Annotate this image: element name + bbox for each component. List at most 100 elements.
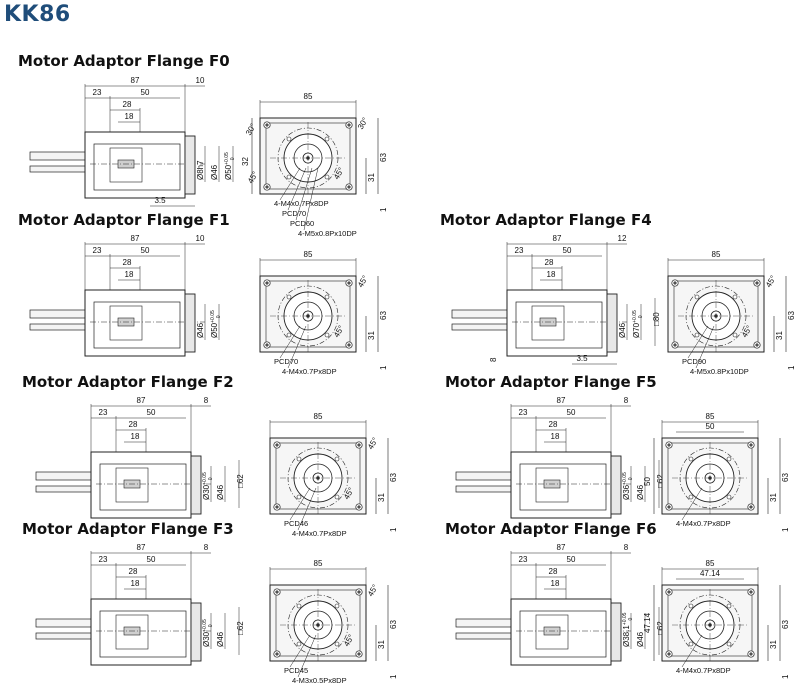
diameter-value: Ø30 [202, 631, 211, 647]
dimension-label: 28 [549, 567, 558, 576]
drawing-circle [667, 505, 671, 509]
page-title: KK86 [4, 2, 71, 27]
dimension-label: 63 [379, 311, 388, 320]
dimension-label: 50 [643, 477, 652, 486]
dimension-label: 31 [367, 173, 376, 182]
dimension-label: 10 [196, 76, 205, 85]
dimension-label: 50 [706, 422, 715, 431]
drawing-circle [694, 332, 700, 338]
drawing-circle [286, 136, 292, 142]
dimension-label: 1 [379, 365, 388, 370]
callout-label: 4-M4x0.7Px8DP [282, 367, 337, 376]
drawing-outline [184, 135, 196, 195]
dimension-label: 31 [769, 493, 778, 502]
callout-label: PCD45 [284, 666, 308, 675]
dimension-label: 85 [706, 559, 715, 568]
drawing-circle [667, 652, 671, 656]
dimension-label: 32 [241, 157, 250, 166]
diameter-label: Ø30+0.050 [202, 472, 214, 500]
diameter-label: Ø8h7 [196, 160, 205, 180]
drawing-outline [610, 602, 622, 662]
dimension-label: 1 [389, 674, 398, 679]
dimension-label: 18 [547, 270, 556, 279]
drawing-circle [732, 332, 738, 338]
callout-label: 4-M4x0.7Px8DP [676, 666, 731, 675]
section-title: Motor Adaptor Flange F4 [440, 211, 652, 229]
drawing-circle [265, 123, 269, 127]
drawing-line [681, 487, 703, 521]
dimension-label: 31 [775, 331, 784, 340]
drawing-outline [93, 143, 181, 191]
diameter-label: Ø46 [196, 322, 205, 338]
dimension-label: 85 [304, 92, 313, 101]
dimension-label: 85 [314, 559, 323, 568]
drawing-outline [99, 463, 187, 511]
drawing-outline [519, 463, 607, 511]
dimension-label: 47.14 [643, 612, 652, 633]
diameter-label: Ø46 [216, 484, 225, 500]
drawing-outline [519, 610, 607, 658]
diameter-label: Ø36+0.050 [622, 472, 634, 500]
drawing-outline [99, 610, 187, 658]
callout-label: PCD70 [282, 209, 306, 218]
dimension-label: 87 [557, 543, 566, 552]
dimension-label: 50 [147, 555, 156, 564]
section-title: Motor Adaptor Flange F1 [18, 211, 230, 229]
dimension-label: 50 [141, 246, 150, 255]
drawing-circle [265, 343, 269, 347]
drawing-circle [334, 494, 340, 500]
angle-label: 30° [356, 116, 370, 131]
drawing-outline [190, 455, 202, 515]
square-label: □62 [656, 621, 665, 635]
dimension-label: 50 [567, 408, 576, 417]
drawing-line [681, 634, 703, 668]
diameter-label: Ø46 [618, 322, 627, 338]
tolerance-upper: +0.05 [202, 619, 208, 632]
drawing-circle [726, 494, 732, 500]
dimension-label: 87 [553, 234, 562, 243]
drawing-circle [755, 343, 759, 347]
callout-label: 4-M3x0.5Px8DP [292, 676, 347, 685]
diameter-label: Ø50+0.050 [224, 152, 236, 180]
drawing-line [279, 167, 301, 201]
dimension-label: 63 [781, 473, 790, 482]
drawing-circle [296, 494, 302, 500]
dimension-label: 1 [781, 527, 790, 532]
drawing-line [289, 487, 311, 521]
drawing-line [287, 167, 307, 211]
drawing-outline [506, 289, 608, 357]
dimension-label: 28 [545, 258, 554, 267]
drawing-circle [324, 294, 330, 300]
dimension-label: 85 [712, 250, 721, 259]
drawing-circle [755, 281, 759, 285]
dimension-label: 31 [367, 331, 376, 340]
square-label: □62 [656, 474, 665, 488]
drawing-circle [347, 281, 351, 285]
front-view-drawing: 85633113230°45°30°45°4-M4x0.7Px8DPPCD70P… [241, 92, 388, 238]
drawing-line [687, 325, 709, 359]
dimension-label: 63 [781, 620, 790, 629]
angle-label: 30° [244, 122, 258, 137]
angle-label: 45° [764, 274, 778, 289]
tolerance-upper: +0.05 [202, 472, 208, 485]
drawing-circle [673, 343, 677, 347]
dimension-label: 63 [389, 473, 398, 482]
tolerance-lower: 0 [208, 477, 214, 480]
dimension-label: 28 [129, 420, 138, 429]
drawing-circle [667, 443, 671, 447]
drawing-circle [286, 294, 292, 300]
tolerance-upper: +0.05 [210, 310, 216, 323]
drawing-circle [265, 185, 269, 189]
dimension-label: 63 [787, 311, 796, 320]
tolerance-lower: 0 [628, 477, 634, 480]
dimension-label: 18 [125, 270, 134, 279]
dimension-label: 50 [141, 88, 150, 97]
diameter-value: Ø36 [622, 484, 631, 500]
callout-label: 4-M5x0.8Px10DP [298, 229, 357, 238]
